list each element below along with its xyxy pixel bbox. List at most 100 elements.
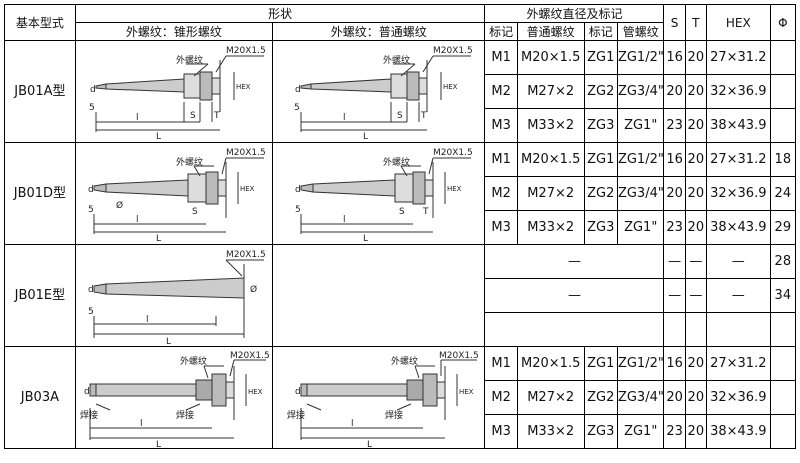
s-cell: 23	[663, 414, 686, 449]
t-cell: 20	[684, 380, 707, 415]
phi-cell: 34	[769, 278, 797, 313]
label-L: L	[156, 440, 161, 448]
label-m20: M20X1.5	[433, 148, 473, 158]
phi-cell	[769, 74, 797, 109]
label-outer-thread: 外螺纹	[383, 156, 410, 168]
label-m20: M20X1.5	[439, 351, 479, 361]
header-t: T	[684, 4, 707, 41]
header-mark2: 标记	[583, 22, 618, 41]
label-m20: M20X1.5	[226, 148, 266, 158]
label-5: 5	[89, 103, 95, 113]
label-weld: 焊接	[287, 409, 305, 421]
label-outer-thread: 外螺纹	[180, 355, 207, 367]
spec-table-container: 基本型式 形状 外螺纹直径及标记 S T HEX Φ 外螺纹：锥形螺纹 外螺纹：…	[4, 4, 797, 449]
table-row: JB01E型 M20X1.5 d Ø L	[4, 244, 797, 347]
header-model: 基本型式	[4, 4, 76, 41]
label-d: d	[295, 387, 301, 397]
label-m20: M20X1.5	[226, 250, 266, 260]
s-cell: 23	[663, 210, 686, 245]
label-m20: M20X1.5	[433, 46, 473, 56]
label-hex: HEX	[459, 388, 474, 396]
hex-cell: 27×31.2	[705, 346, 771, 381]
normal-thread-cell: M27×2	[516, 380, 585, 415]
hex-cell: 32×36.9	[705, 74, 771, 109]
mark2-cell: ZG2	[583, 74, 618, 109]
normal-thread-cell: M27×2	[516, 74, 585, 109]
label-s: S	[190, 111, 196, 121]
mark2-cell: ZG3	[583, 108, 618, 143]
label-L: L	[363, 132, 368, 142]
empty-cell	[684, 312, 707, 347]
t-cell: —	[684, 278, 707, 313]
t-cell: 20	[684, 210, 707, 245]
label-m20: M20X1.5	[226, 46, 266, 56]
drawing-taper-thermowell: M20X1.5 外螺纹 HEX d L l S T 5	[89, 46, 266, 142]
label-5: 5	[294, 103, 300, 113]
label-l: l	[140, 419, 143, 429]
hex-cell: 38×43.9	[705, 210, 771, 245]
t-cell: 20	[684, 74, 707, 109]
mark-cell: M2	[484, 74, 518, 109]
header-thread: 外螺纹直径及标记	[484, 4, 665, 23]
table-row: — — — — 34	[5, 278, 797, 313]
model-cell: JB01D型	[4, 142, 76, 245]
hex-cell: 32×36.9	[705, 176, 771, 211]
header-s: S	[663, 4, 686, 41]
empty-cell	[484, 312, 665, 347]
label-L: L	[156, 132, 161, 142]
pipe-thread-cell: ZG1"	[616, 108, 665, 143]
label-s: S	[397, 111, 403, 121]
label-L: L	[166, 337, 171, 346]
label-d: d	[90, 85, 96, 95]
model-cell: JB01E型	[4, 244, 76, 347]
label-t: T	[422, 207, 429, 217]
mark-cell: M1	[484, 142, 518, 177]
mark-cell: M2	[484, 380, 518, 415]
phi-cell: 29	[769, 210, 797, 245]
label-t: T	[420, 111, 427, 121]
header-mark1: 标记	[484, 22, 518, 41]
table-row: M3 M33×2 ZG3 ZG1" 23 20 38×43.9	[5, 414, 797, 449]
label-l: l	[136, 215, 139, 225]
mark-cell: M1	[484, 40, 518, 75]
pipe-thread-cell: ZG1/2"	[616, 40, 665, 75]
mark-cell: M3	[484, 210, 518, 245]
phi-cell	[769, 414, 797, 449]
header-pipe-thread: 管螺纹	[616, 22, 665, 41]
phi-cell	[769, 380, 797, 415]
label-phi: Ø	[250, 284, 257, 295]
label-5: 5	[88, 205, 94, 215]
mark-cell: M2	[484, 176, 518, 211]
label-weld-2: 焊接	[176, 409, 194, 421]
normal-thread-cell: M33×2	[516, 108, 585, 143]
label-5: 5	[295, 205, 301, 215]
drawing-taper-thermowell-d: M20X1.5 外螺纹 HEX d Ø L l S 5	[88, 148, 266, 244]
normal-thread-cell: M20×1.5	[516, 40, 585, 75]
drawing-normal-thermowell-d: M20X1.5 外螺纹 HEX d L l S T 5	[295, 148, 473, 244]
empty-cell	[705, 312, 771, 347]
mark2-cell: ZG2	[583, 380, 618, 415]
label-outer-thread: 外螺纹	[391, 355, 418, 367]
drawing-jb03a-normal: M20X1.5 外螺纹 HEX d 焊接 焊接 L l	[272, 346, 486, 449]
empty-cell	[769, 312, 797, 347]
label-5: 5	[88, 307, 94, 317]
s-cell: 16	[663, 40, 686, 75]
mark-cell: M3	[484, 108, 518, 143]
label-outer-thread: 外螺纹	[383, 54, 410, 66]
label-weld-2: 焊接	[385, 409, 403, 421]
normal-thread-cell: M20×1.5	[516, 346, 585, 381]
label-d: d	[88, 185, 94, 195]
phi-cell	[769, 40, 797, 75]
drawing-jb01d-normal: M20X1.5 外螺纹 HEX d L l S T 5	[272, 142, 486, 245]
t-cell: 20	[684, 142, 707, 177]
normal-thread-cell: M33×2	[516, 210, 585, 245]
s-cell: —	[663, 244, 686, 279]
s-cell: 16	[663, 142, 686, 177]
normal-thread-cell: M33×2	[516, 414, 585, 449]
header-row-1: 基本型式 形状 外螺纹直径及标记 S T HEX Φ	[4, 4, 797, 41]
phi-cell	[769, 346, 797, 381]
pipe-thread-cell: ZG3/4"	[616, 74, 665, 109]
mark2-cell: ZG1	[583, 142, 618, 177]
phi-cell	[769, 108, 797, 143]
drawing-jb01d-taper: M20X1.5 外螺纹 HEX d Ø L l S 5	[74, 142, 274, 245]
